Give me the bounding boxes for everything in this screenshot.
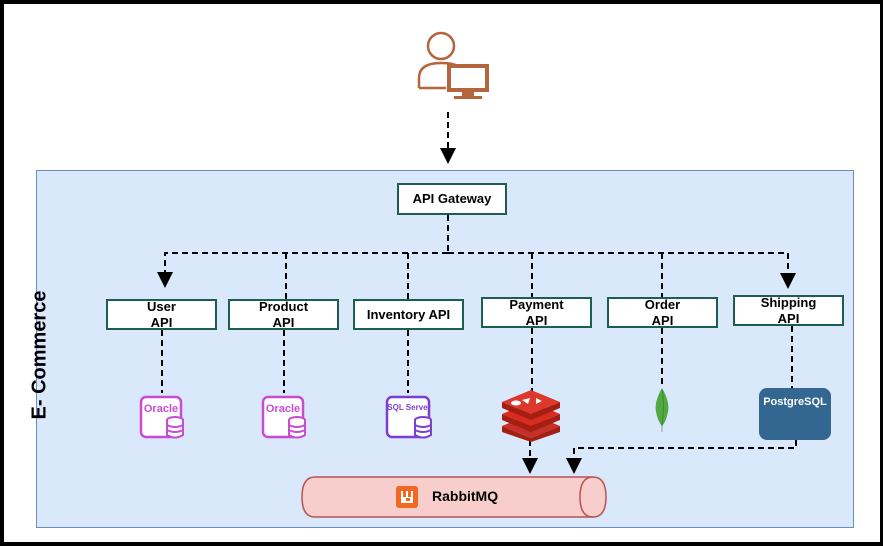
oracle-db-label: Oracle xyxy=(144,403,178,415)
postgres-db-label: PostgreSQL xyxy=(763,396,827,408)
api-gateway-label: API Gateway xyxy=(412,191,492,206)
postgres-to-rabbitmq-connector xyxy=(566,440,797,474)
redis-db-icon xyxy=(502,390,560,442)
payment-api-label-line1: Payment xyxy=(509,296,564,312)
product-api-label-line1: Product xyxy=(258,298,309,314)
order-api-label-line1: Order xyxy=(644,296,681,312)
rabbitmq-label: RabbitMQ xyxy=(432,488,499,504)
inventory-api-label-line1: Inventory API xyxy=(366,306,451,322)
postgres-db-icon: PostgreSQL xyxy=(759,388,831,440)
rabbitmq-logo-icon xyxy=(396,486,418,508)
product-api-label-line2: API xyxy=(272,314,295,330)
api-gateway-box: API Gateway xyxy=(397,183,507,215)
sqlserver-db-icon: SQL Server xyxy=(385,395,432,439)
shipping-api-label-line2: API xyxy=(777,310,800,326)
gateway-to-user-api-connector xyxy=(157,252,448,288)
payment-api-label-line2: API xyxy=(525,312,548,328)
ecommerce-container xyxy=(36,170,854,528)
oracle-db-icon: Oracle xyxy=(139,395,184,439)
gateway-to-shipping-api-connector xyxy=(448,252,796,289)
user-computer-icon xyxy=(417,31,489,99)
user-api-label-line1: User xyxy=(147,298,176,314)
sqlserver-db-label: SQL Server xyxy=(387,403,430,412)
mongodb-db-icon xyxy=(655,388,669,432)
user-api-label-line2: API xyxy=(150,314,173,330)
oracle-db-icon: Oracle xyxy=(261,395,306,439)
shipping-api-label-line1: Shipping xyxy=(760,294,817,310)
inventory-api-box: Inventory API xyxy=(353,299,464,330)
oracle-db-label: Oracle xyxy=(266,403,300,415)
order-api-label-line2: API xyxy=(651,312,674,328)
rabbitmq-queue xyxy=(301,476,607,518)
